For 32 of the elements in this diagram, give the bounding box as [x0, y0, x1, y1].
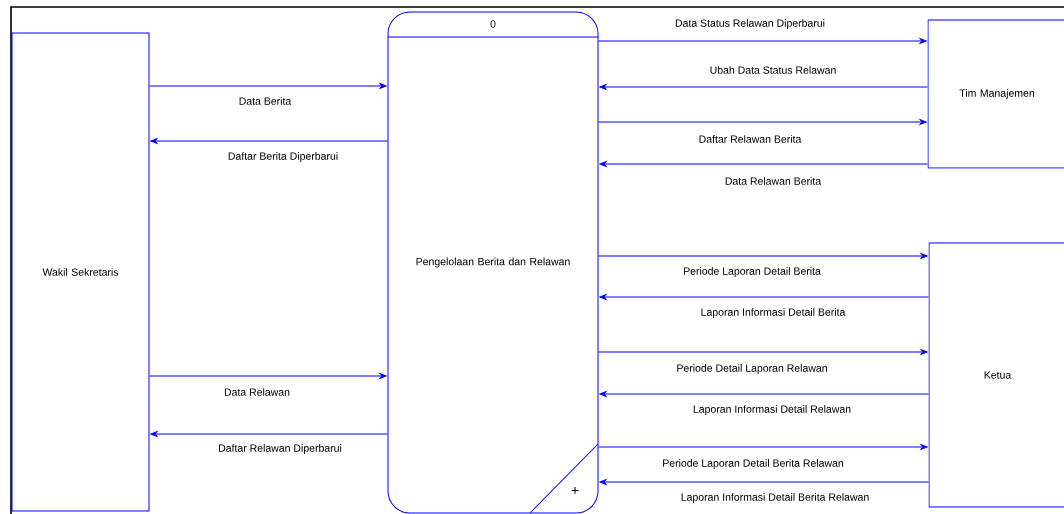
edge-label: Ubah Data Status Relawan: [708, 65, 838, 75]
arrow: [598, 349, 928, 355]
edge-label: Periode Laporan Detail Berita Relawan: [661, 458, 845, 470]
edge-label: Daftar Berita Diperbarui: [226, 151, 340, 163]
edge-label: Data Relawan Berita: [723, 176, 823, 186]
edge-label: Laporan Informasi Detail Berita: [699, 307, 847, 319]
arrow: [598, 253, 928, 259]
arrow: [149, 83, 387, 89]
edge-label: Daftar Relawan Diperbarui: [217, 443, 343, 455]
plus-sign: +: [571, 486, 579, 494]
arrow: [598, 444, 928, 450]
edge-label: Laporan Informasi Detail Berita Relawan: [679, 492, 871, 504]
edge-label: Periode Detail Laporan Relawan: [675, 363, 829, 375]
edge-label: Data Relawan: [223, 387, 291, 397]
edge-label: Periode Laporan Detail Berita: [682, 266, 822, 278]
edge-label: Laporan Informasi Detail Relawan: [691, 404, 853, 416]
arrow: [599, 479, 929, 485]
arrow: [599, 294, 929, 300]
arrow: [150, 138, 388, 144]
entity-box: Tim Manajemen: [927, 19, 1064, 169]
arrow: [149, 373, 387, 379]
entity-box: Wakil Sekretaris: [11, 32, 150, 512]
entity-box: Ketua: [928, 242, 1064, 508]
edge-label: Data Berita: [237, 96, 293, 106]
arrow: [599, 391, 929, 397]
edge-label: Data Status Relawan Diperbarui: [674, 18, 826, 30]
arrow: [150, 431, 388, 437]
arrow: [598, 38, 927, 44]
arrow: [598, 119, 927, 125]
arrow: [599, 84, 928, 90]
arrow: [599, 161, 928, 167]
edge-label: Daftar Relawan Berita: [697, 134, 803, 144]
